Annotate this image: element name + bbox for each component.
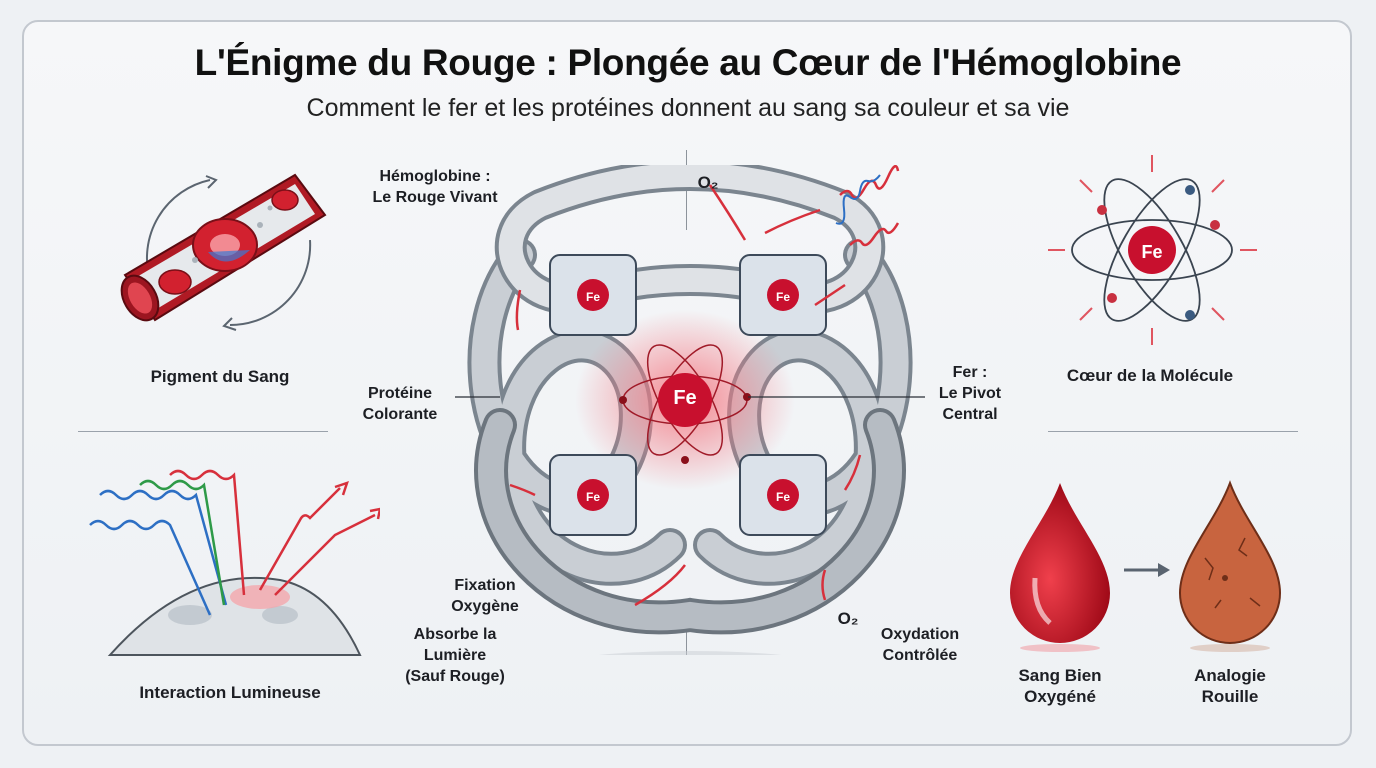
blood-vessel-illustration (120, 173, 327, 331)
oxidation-label: Oxydation Contrôlée (880, 626, 960, 664)
rust-label: Analogie Rouille (1194, 666, 1266, 706)
absorb-label: Absorbe la Lumière (Sauf Rouge) (405, 626, 505, 685)
page-subtitle: Comment le fer et les protéines donnent … (306, 94, 1070, 122)
arrow-icon (1124, 563, 1170, 577)
o2-bottom-label: O₂ (837, 609, 859, 628)
protein-label: Protéine Colorante (362, 385, 438, 423)
atom-symbol: Fe (1141, 242, 1163, 262)
heme-fe-3: Fe (585, 490, 600, 504)
right-divider (1048, 431, 1298, 432)
hemoglobin-molecule (467, 165, 913, 655)
blood-label: Sang Bien Oxygéné (1018, 666, 1102, 706)
iron-atom-illustration (1048, 155, 1257, 345)
center-fe: Fe (673, 387, 697, 409)
light-interaction-illustration (89, 469, 380, 656)
hemoglobin-label: Hémoglobine : Le Rouge Vivant (372, 168, 498, 206)
iron-label: Fer : Le Pivot Central (938, 364, 1002, 423)
heme-fe-2: Fe (775, 290, 790, 304)
heme-fe-1: Fe (585, 290, 600, 304)
fixation-label: Fixation Oxygène (451, 577, 519, 615)
light-label: Interaction Lumineuse (139, 683, 321, 702)
blood-drop-illustration (1010, 483, 1110, 652)
o2-top-label: O₂ (697, 173, 719, 192)
rust-drop-illustration (1178, 480, 1282, 652)
core-label: Cœur de la Molécule (1066, 366, 1234, 385)
pigment-label: Pigment du Sang (150, 367, 290, 386)
heme-fe-4: Fe (775, 490, 790, 504)
left-divider (78, 431, 328, 432)
page-title: L'Énigme du Rouge : Plongée au Cœur de l… (194, 42, 1182, 83)
